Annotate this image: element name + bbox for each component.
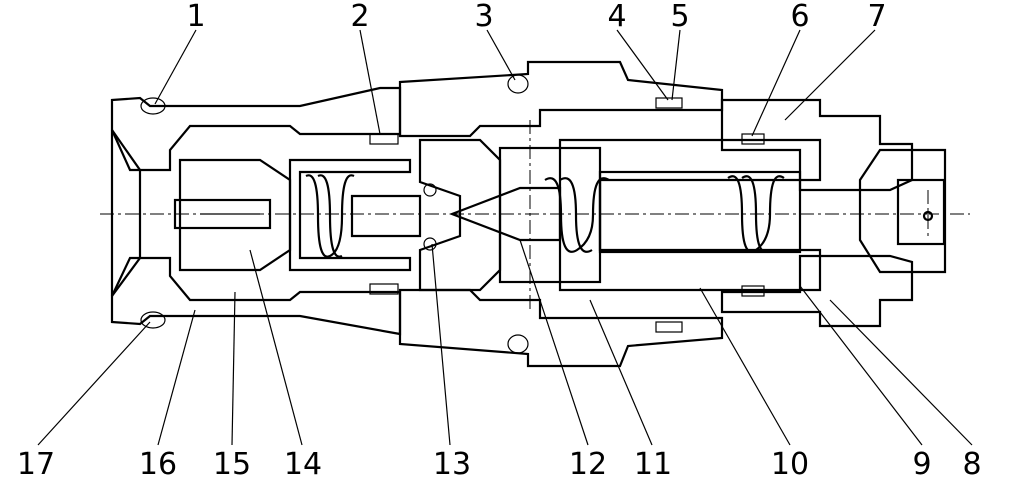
callout-7: 7 (867, 0, 886, 34)
callout-1: 1 (186, 0, 205, 34)
o-ring-seals (140, 74, 765, 354)
top-callouts: 1 2 3 4 5 6 7 (186, 0, 886, 34)
callout-5: 5 (670, 0, 689, 34)
callout-14: 14 (284, 447, 322, 482)
callout-17: 17 (17, 447, 55, 482)
bottom-callouts: 17 16 15 14 13 12 11 10 9 8 (17, 447, 982, 482)
callout-11: 11 (634, 447, 672, 482)
callout-10: 10 (771, 447, 809, 482)
callout-16: 16 (139, 447, 177, 482)
callout-9: 9 (912, 447, 931, 482)
valve-body (110, 60, 947, 368)
pilot-poppet (173, 158, 292, 272)
callout-15: 15 (213, 447, 251, 482)
callout-4: 4 (607, 0, 626, 34)
spring-seat-cage (288, 158, 422, 272)
callout-6: 6 (790, 0, 809, 34)
main-springs (544, 175, 785, 253)
callout-12: 12 (569, 447, 607, 482)
callout-8: 8 (962, 447, 981, 482)
leader-lines (37, 29, 973, 446)
pilot-spring (305, 174, 355, 258)
centerlines (100, 120, 970, 310)
seat-and-cone (418, 138, 602, 292)
callout-2: 2 (350, 0, 369, 34)
callout-13: 13 (433, 447, 471, 482)
callout-3: 3 (474, 0, 493, 34)
main-spool (558, 138, 822, 292)
